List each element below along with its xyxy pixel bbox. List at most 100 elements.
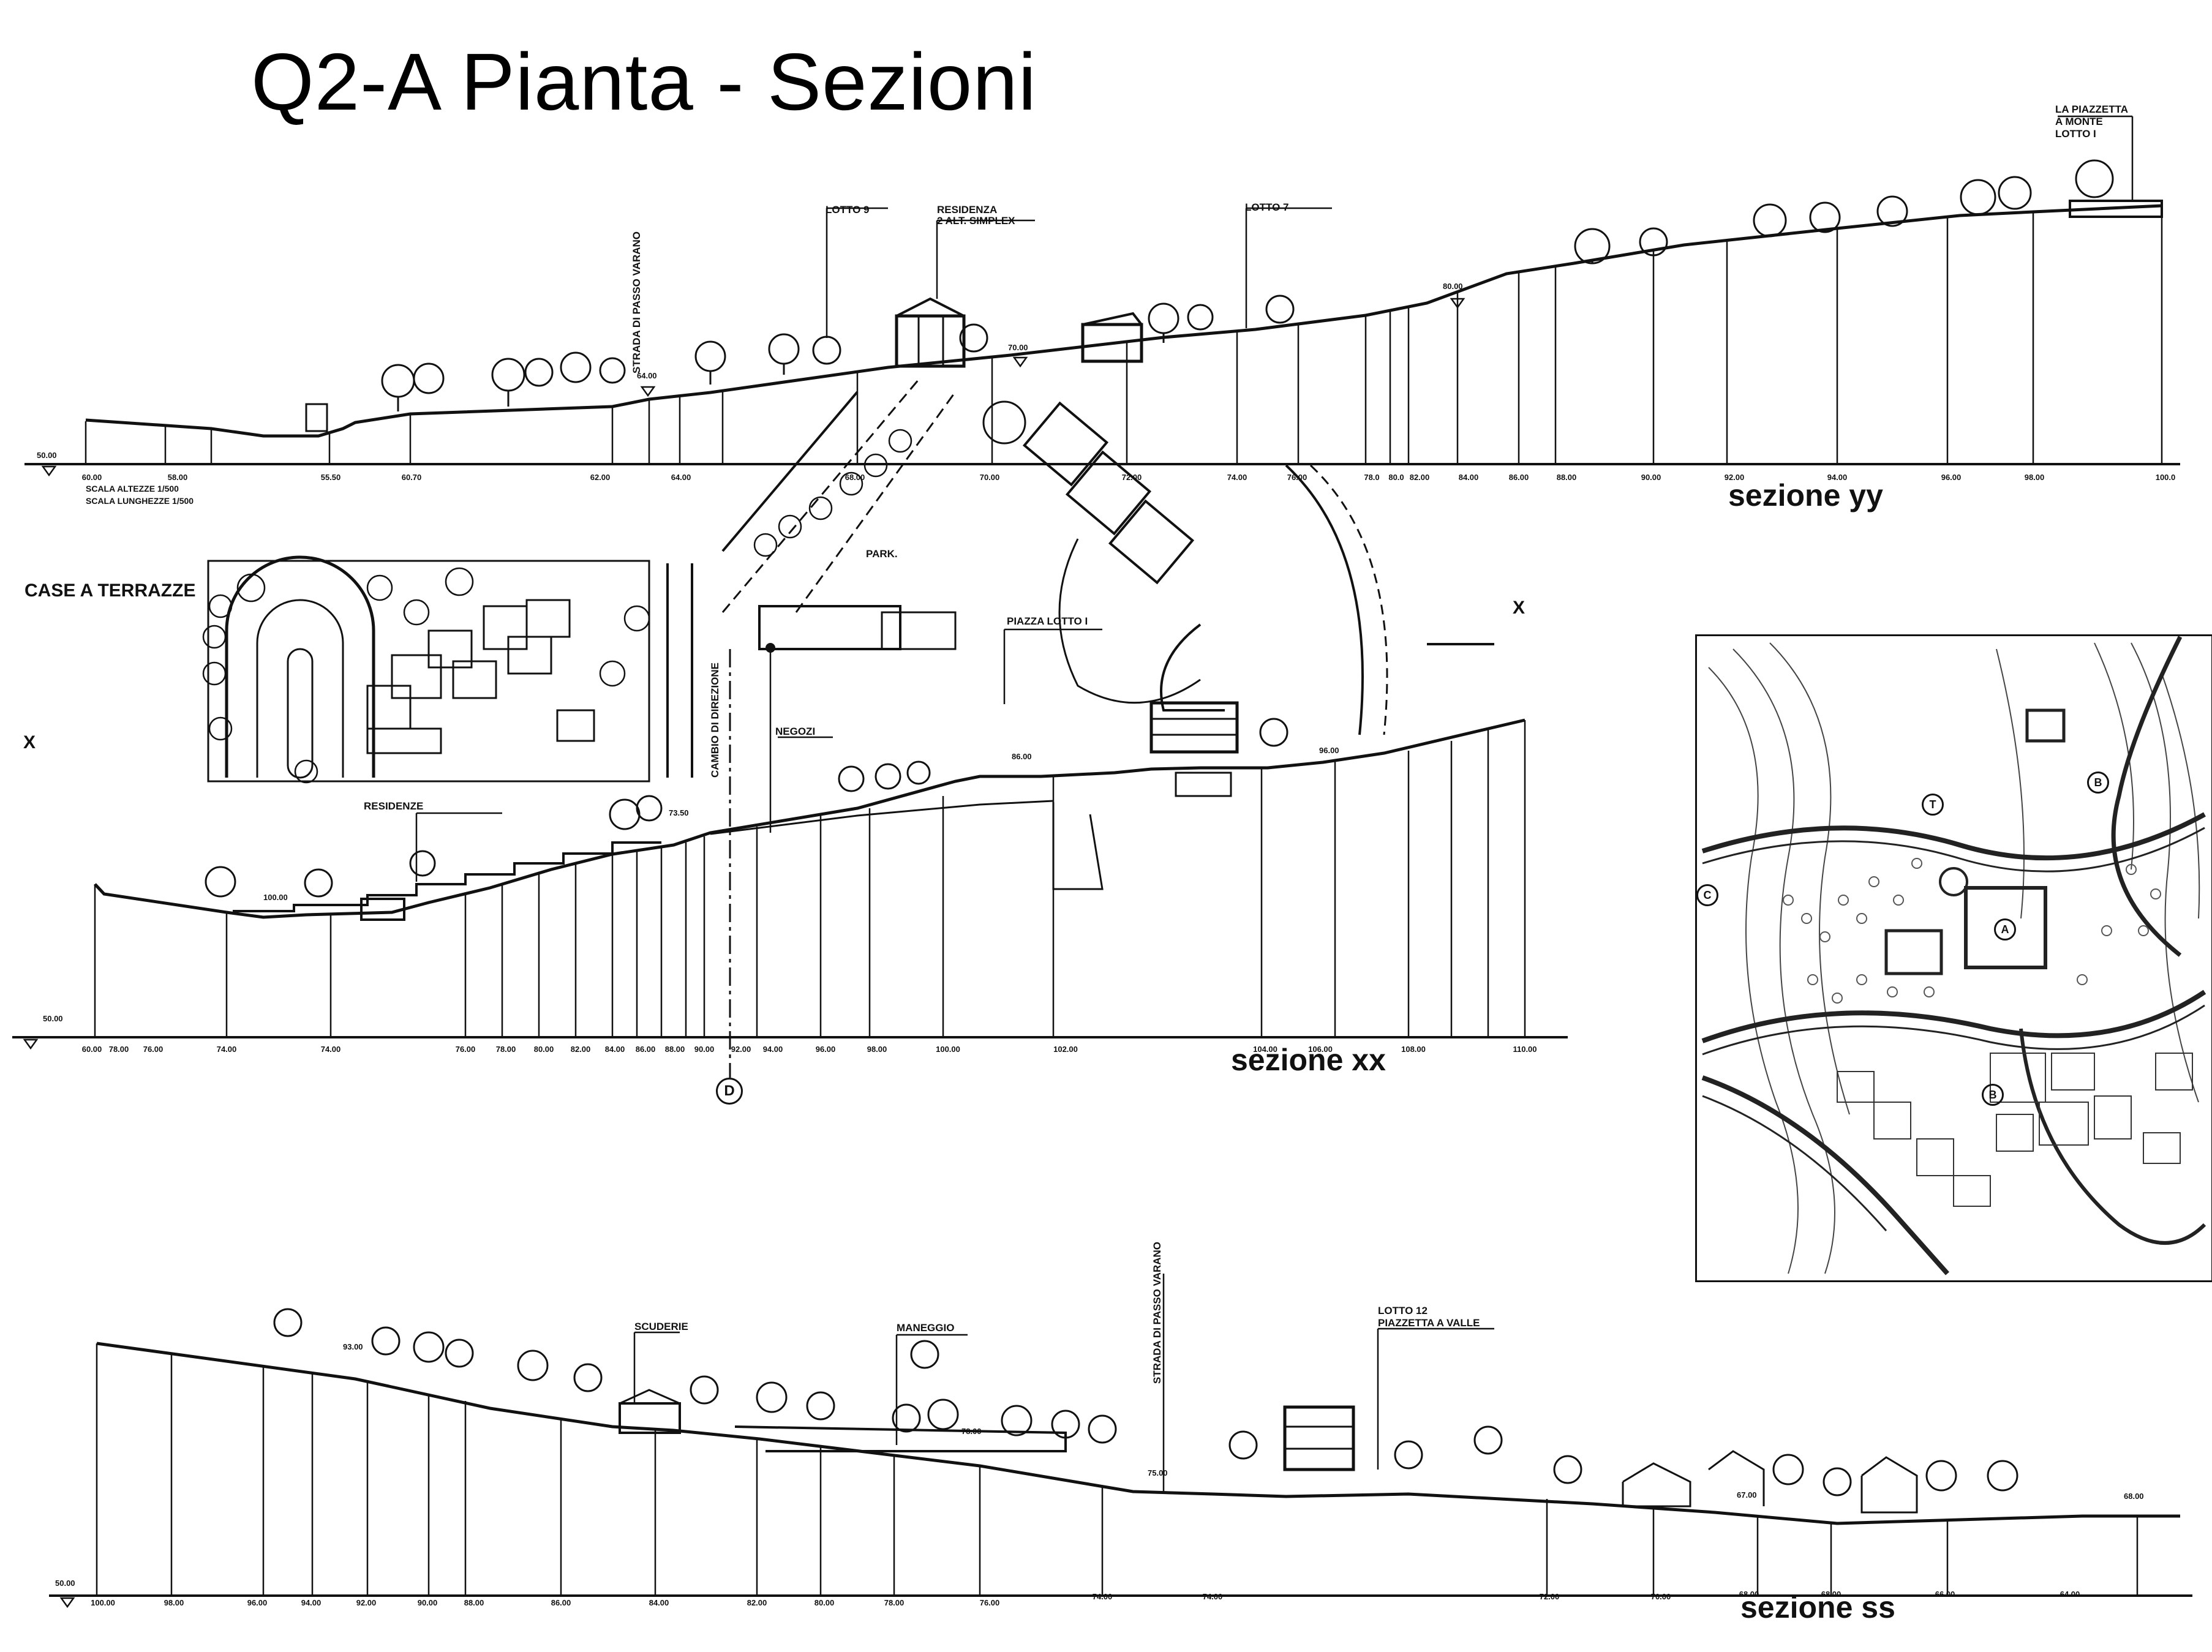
label-residenza-type: 2 ALT. SIMPLEX [937,215,1015,227]
tick-label: 72.00 [1121,473,1142,482]
tick-label: 82.00 [747,1598,767,1607]
tick-label: 66.00 [1935,1590,1955,1599]
label-piazzetta-1: LA PIAZZETTA [2055,103,2128,115]
tick-label: 70.00 [1650,1592,1671,1601]
base-level-yy: 50.00 [37,451,57,460]
base-level-ss: 50.00 [55,1579,75,1588]
tick-label: 70.00 [979,473,1000,482]
tick-label: 100.0 [2155,473,2176,482]
tick-label: 74.00 [320,1045,341,1054]
level-ss-4: 67.00 [1737,1490,1757,1500]
level-xx-2: 86.00 [1012,752,1032,761]
tick-label: 96.00 [1941,473,1962,482]
tick-label: 100.00 [91,1598,115,1607]
tick-label: 92.00 [1724,473,1745,482]
section-marker-x-right: X [1513,598,1525,618]
tick-label: 86.00 [1508,473,1529,482]
tick-label: 74.00 [1227,473,1247,482]
level-xx-3: 96.00 [1319,746,1339,755]
tick-label: 88.00 [664,1045,685,1054]
label-piazzetta-2: A MONTE [2055,116,2103,127]
tick-label: 68.00 [1739,1590,1759,1599]
tick-label: 98.00 [164,1598,184,1607]
tick-label: 60.00 [81,473,102,482]
tick-label: 74.00 [216,1045,237,1054]
label-lotto-7: LOTTO 7 [1245,201,1289,213]
tick-label: 68.00 [1821,1590,1841,1599]
section-ss-name: sezione ss [1740,1590,1895,1624]
tick-label: 72.00 [1539,1592,1560,1601]
label-piazzetta-valle: PIAZZETTA A VALLE [1378,1317,1480,1329]
tick-label: 102.00 [1053,1045,1078,1054]
section-marker-d: D [716,1078,743,1105]
tick-label: 88.00 [1556,473,1577,482]
label-residenze: RESIDENZE [364,800,424,812]
tick-label: 55.50 [320,473,341,482]
level-ss-2: 78.00 [961,1427,982,1436]
tick-label: 78.00 [884,1598,905,1607]
tick-label: 96.00 [815,1045,836,1054]
tick-label: 74.00 [1202,1592,1223,1601]
label-piazzetta-3: LOTTO I [2055,128,2096,140]
tick-label: 86.00 [551,1598,571,1607]
tick-label: 104.00 [1253,1045,1277,1054]
tick-label: 88.00 [464,1598,484,1607]
tick-label: 76.00 [455,1045,476,1054]
scale-lengths: SCALA LUNGHEZZE 1/500 [86,496,194,506]
inset-map-lines [1701,636,2206,1275]
level-xx-4: 100.00 [263,893,288,902]
tick-label: 80.0 [1388,473,1404,482]
label-cambio-direzione: CAMBIO DI DIREZIONE [709,663,721,778]
tick-label: 98.00 [2024,473,2045,482]
tick-label: 76.00 [143,1045,164,1054]
label-lotto-12: LOTTO 12 [1378,1305,1428,1316]
inset-letter-b-bottom: B [1982,1084,2004,1106]
label-lotto-9: LOTTO 9 [826,204,870,216]
tick-label: 82.00 [1409,473,1430,482]
label-strada-ss: STRADA DI PASSO VARANO [1151,1241,1163,1384]
tick-label: 84.00 [649,1598,669,1607]
tick-label: 76.00 [1287,473,1307,482]
tick-label: 58.00 [167,473,188,482]
tick-label: 80.00 [533,1045,554,1054]
level-ss-3: 75.00 [1148,1468,1168,1477]
tick-label: 90.00 [417,1598,438,1607]
tick-label: 92.00 [356,1598,377,1607]
inset-letter-t: T [1922,794,1944,816]
section-xx [12,628,1568,1078]
tick-label: 94.00 [301,1598,322,1607]
tick-label: 90.00 [694,1045,715,1054]
label-scuderie: SCUDERIE [634,1321,688,1332]
tick-label: 76.00 [979,1598,1000,1607]
section-ss [49,1274,2192,1609]
label-negozi: NEGOZI [775,726,816,737]
tick-label: 84.00 [1458,473,1479,482]
tick-label: 84.00 [604,1045,625,1054]
inset-letter-a: A [1994,918,2016,941]
label-case-terrazze: CASE A TERRAZZE [24,580,196,601]
tick-label: 108.00 [1401,1045,1426,1054]
tick-label: 98.00 [867,1045,887,1054]
tick-label: 106.00 [1308,1045,1333,1054]
section-marker-x-left: X [23,732,36,753]
page-title: Q2-A Pianta - Sezioni [251,37,1037,127]
location-inset-map [1695,634,2212,1282]
tick-label: 100.00 [936,1045,960,1054]
level-yy-2: 70.00 [1008,343,1028,352]
tick-label: 80.00 [814,1598,835,1607]
inset-letter-c: C [1696,884,1718,906]
tick-label: 94.00 [762,1045,783,1054]
level-xx-1: 73.50 [669,808,689,817]
plan-drawing [202,379,1494,784]
label-maneggio: MANEGGIO [897,1322,955,1334]
label-piazza: PIAZZA LOTTO I [1007,615,1088,627]
level-yy-1: 64.00 [637,371,657,380]
tick-label: 110.00 [1513,1045,1537,1054]
tick-label: 78.00 [495,1045,516,1054]
tick-label: 92.00 [731,1045,751,1054]
inset-letter-b-top: B [2087,772,2109,794]
level-ss-5: 68.00 [2124,1492,2144,1501]
label-residenza: RESIDENZA [937,204,998,216]
tick-label: 78.00 [108,1045,129,1054]
